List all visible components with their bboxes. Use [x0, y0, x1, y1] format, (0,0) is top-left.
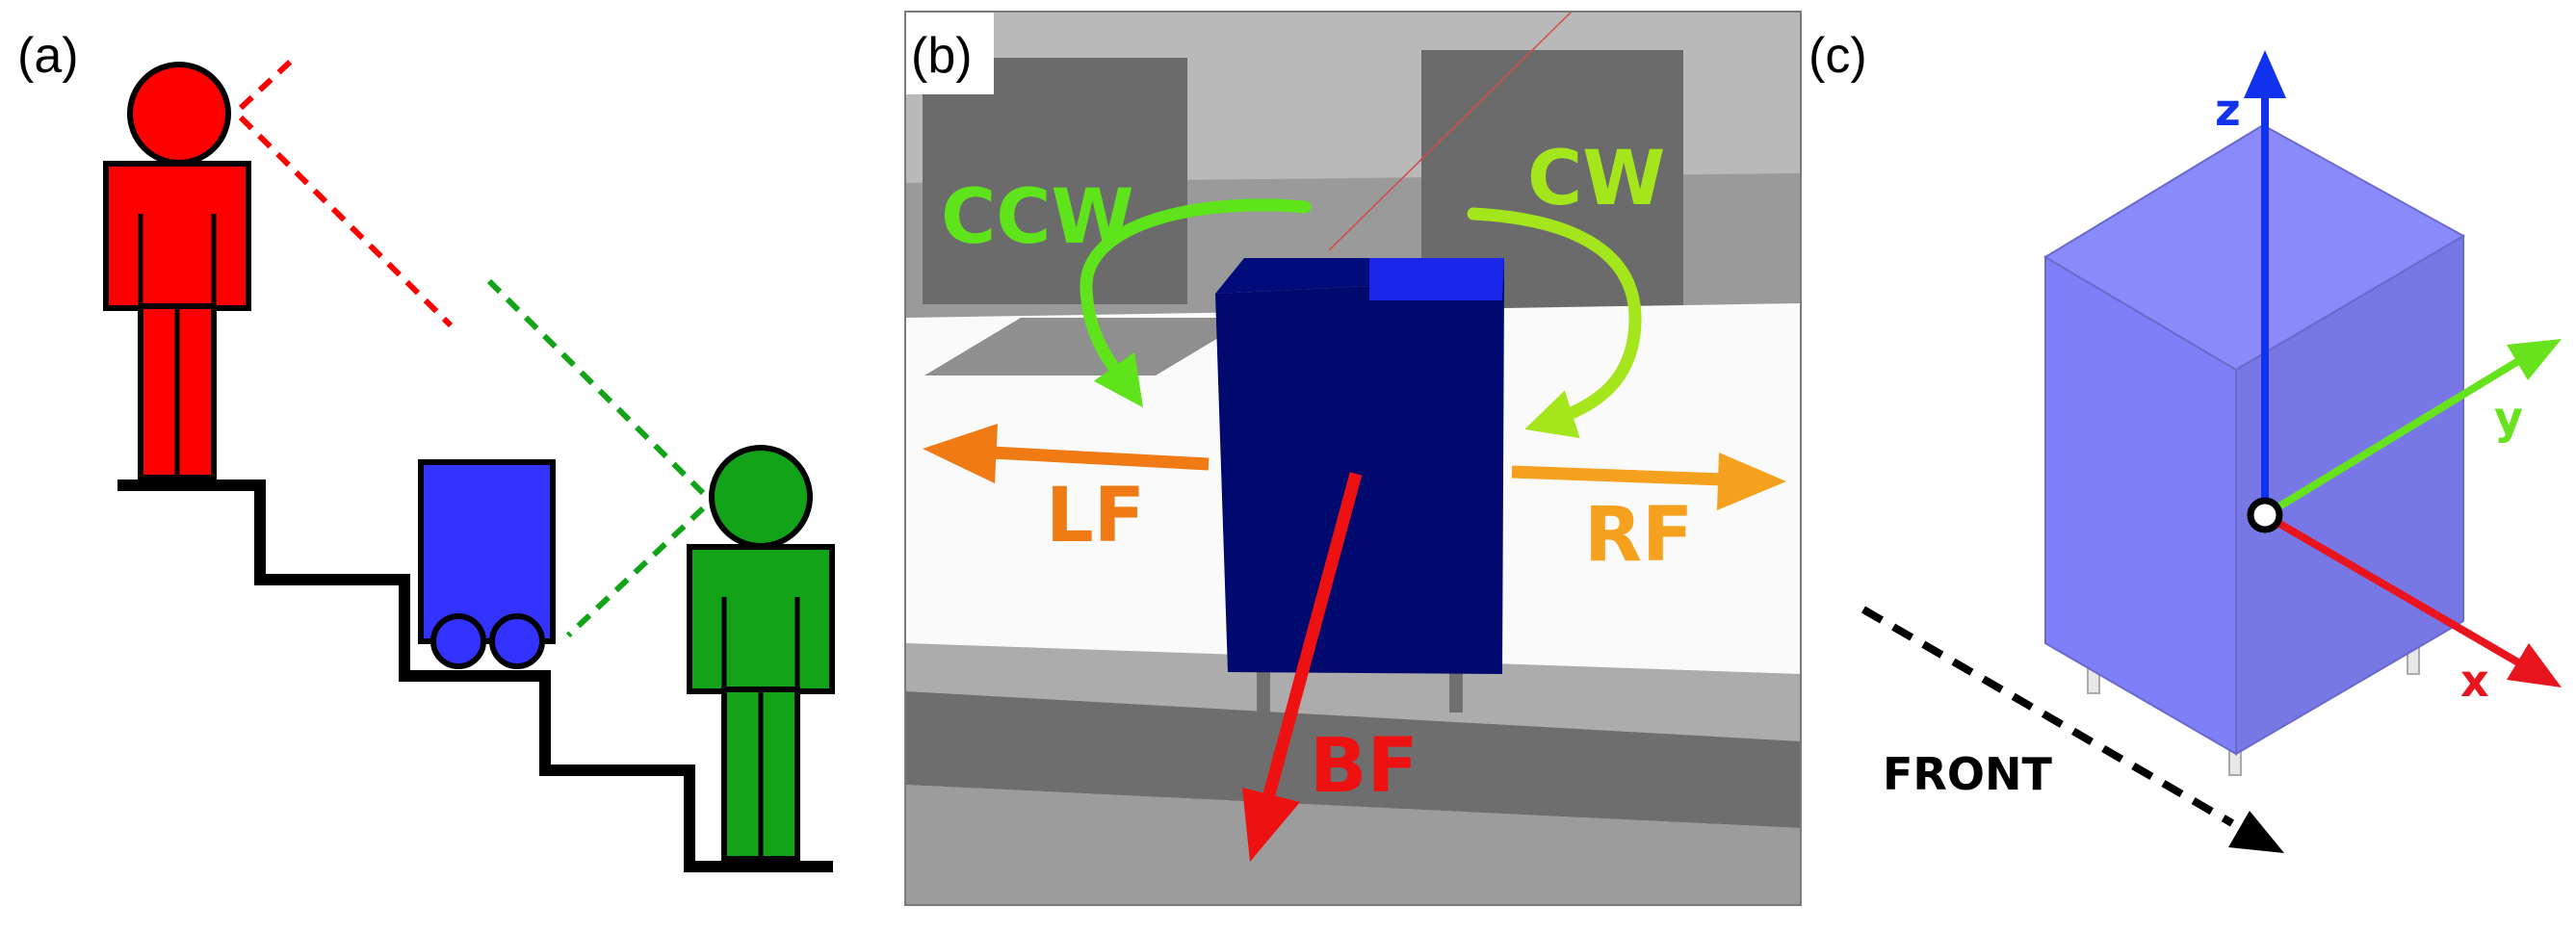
axis-z [2244, 50, 2286, 515]
panel-c: (c) z y x [1808, 28, 2562, 853]
cw-arrow [1467, 207, 1642, 438]
top-person-gaze-line-2 [238, 115, 454, 328]
scene-left-panel [923, 58, 1187, 304]
person-top [103, 62, 251, 480]
staircase [117, 479, 833, 872]
scene-near-floor [905, 785, 1801, 905]
top-person-gaze-line-1 [238, 53, 299, 111]
robot-box-c [2043, 123, 2466, 776]
front-label: FRONT [1883, 748, 2052, 800]
person-bottom [687, 445, 835, 862]
panel-a-label: (a) [17, 28, 79, 84]
panel-b: (b) CCW CW LF RF [904, 11, 1802, 906]
bf-arrow [1242, 472, 1363, 862]
axis-y [2262, 339, 2562, 519]
panel-b-label-bg [905, 12, 994, 94]
ccw-label: CCW [941, 174, 1134, 261]
panel-a: (a) [17, 28, 835, 872]
scene-platform-shadow [924, 318, 1252, 376]
origin-marker [2247, 497, 2283, 533]
panel-b-border [904, 11, 1802, 906]
panel-b-label: (b) [911, 28, 973, 84]
axis-y-label: y [2494, 392, 2523, 444]
bf-label: BF [1310, 723, 1418, 810]
robot-3d-box [1215, 258, 1504, 713]
scene-dark-strip [905, 691, 1801, 828]
rf-label: RF [1584, 492, 1693, 579]
ccw-arrow [1080, 198, 1312, 408]
rf-arrow [1511, 453, 1786, 510]
axis-x-label: x [2460, 655, 2489, 707]
front-direction-arrow [1860, 606, 2284, 853]
lf-arrow [923, 424, 1210, 483]
robot-icon [418, 459, 556, 669]
cw-label: CW [1527, 136, 1665, 222]
panel-c-label: (c) [1808, 28, 1867, 84]
bottom-person-gaze-line-2 [565, 505, 706, 638]
axis-x [2262, 511, 2562, 687]
axis-z-label: z [2215, 84, 2241, 136]
lf-label: LF [1046, 473, 1145, 559]
scene-red-ray [1328, 11, 1573, 251]
